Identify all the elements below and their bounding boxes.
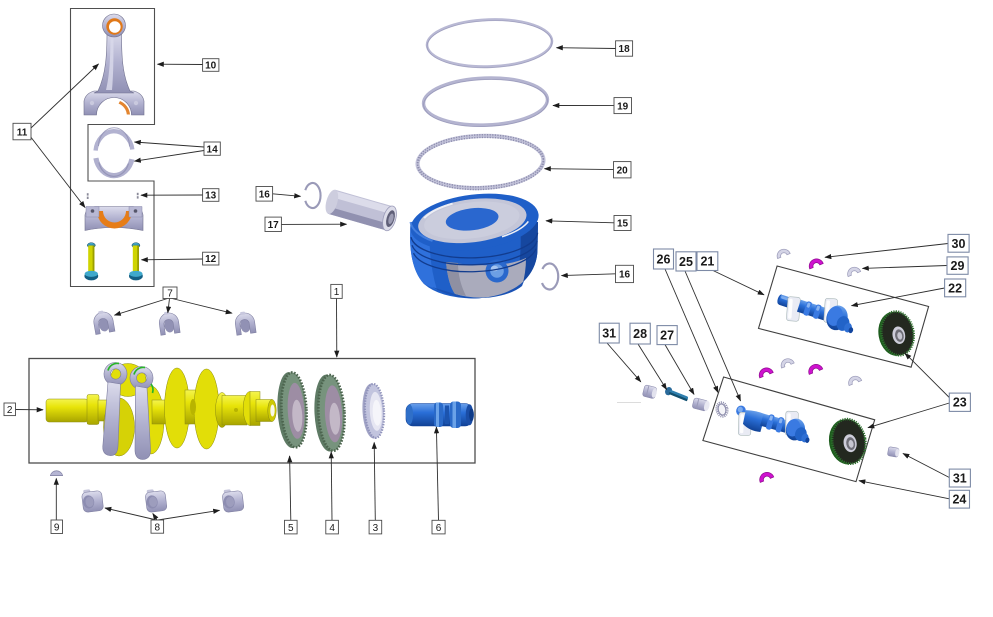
svg-text:4: 4 bbox=[329, 523, 335, 534]
svg-text:1: 1 bbox=[334, 287, 340, 298]
svg-text:3: 3 bbox=[373, 523, 379, 534]
svg-text:31: 31 bbox=[602, 327, 616, 341]
svg-text:9: 9 bbox=[54, 523, 60, 534]
svg-text:16: 16 bbox=[619, 270, 631, 281]
svg-text:23: 23 bbox=[953, 396, 967, 410]
svg-text:13: 13 bbox=[205, 190, 217, 201]
svg-text:17: 17 bbox=[268, 220, 280, 231]
svg-text:8: 8 bbox=[155, 522, 161, 533]
svg-text:30: 30 bbox=[952, 237, 966, 251]
svg-text:16: 16 bbox=[259, 190, 271, 201]
svg-text:25: 25 bbox=[679, 255, 693, 269]
svg-text:29: 29 bbox=[951, 259, 965, 273]
svg-text:21: 21 bbox=[700, 255, 714, 269]
svg-text:12: 12 bbox=[205, 254, 217, 265]
svg-text:31: 31 bbox=[953, 472, 967, 486]
svg-text:18: 18 bbox=[619, 44, 631, 55]
svg-text:22: 22 bbox=[948, 281, 962, 295]
svg-text:5: 5 bbox=[288, 523, 294, 534]
svg-text:11: 11 bbox=[17, 127, 28, 138]
svg-text:26: 26 bbox=[657, 253, 671, 267]
svg-text:6: 6 bbox=[436, 523, 442, 534]
svg-text:7: 7 bbox=[167, 288, 173, 299]
svg-text:15: 15 bbox=[617, 219, 629, 230]
svg-text:2: 2 bbox=[7, 405, 13, 416]
svg-text:14: 14 bbox=[207, 144, 219, 155]
svg-text:27: 27 bbox=[660, 329, 674, 343]
svg-text:10: 10 bbox=[205, 60, 217, 71]
svg-text:19: 19 bbox=[617, 101, 629, 112]
svg-text:28: 28 bbox=[633, 327, 647, 341]
svg-text:20: 20 bbox=[617, 166, 629, 177]
svg-text:24: 24 bbox=[952, 493, 966, 507]
